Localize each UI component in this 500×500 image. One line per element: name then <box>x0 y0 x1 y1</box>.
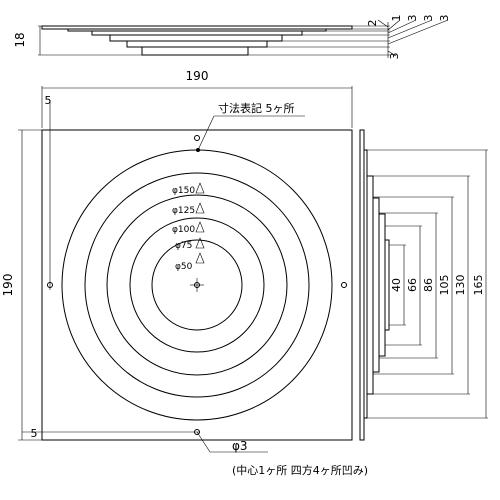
hole-right <box>341 282 347 288</box>
layer-thickness-0: 2 <box>366 20 379 27</box>
hole-diameter-label: φ3 <box>232 439 248 453</box>
hole-left <box>47 282 53 288</box>
side-layer-4 <box>378 213 386 357</box>
annotation-leader <box>197 115 215 151</box>
triangle-marker-icon <box>195 221 205 233</box>
side-dim-label-130: 130 <box>454 275 467 296</box>
height-dimension-left: 190 <box>1 129 42 441</box>
height-total-label: 18 <box>13 32 27 47</box>
layer-3-profile <box>91 30 303 36</box>
edge-offset-top-label: 5 <box>45 94 52 107</box>
top-side-view: 18 2 1 3 3 3 3 <box>13 15 451 60</box>
side-base-plate <box>359 129 365 441</box>
layer-thickness-2: 3 <box>406 15 419 22</box>
leader-0 <box>377 19 389 28</box>
triangle-marker-icon <box>195 202 205 214</box>
hole-top <box>194 135 200 141</box>
ring-mark-phi100: φ100 <box>172 225 195 235</box>
plan-view: φ150 φ125 φ100 φ75 φ50 寸法表記 5ヶ所 φ3 (中心1ヶ… <box>41 101 368 477</box>
layer-5-profile <box>126 40 268 48</box>
layer-thickness-4: 3 <box>438 15 451 22</box>
annotation-dot <box>196 148 200 152</box>
ring-mark-phi75: φ75 <box>175 241 192 251</box>
side-dim-label-86: 86 <box>422 278 435 292</box>
ring-phi50 <box>151 239 243 331</box>
layer-6-profile <box>141 46 249 56</box>
leader-5 <box>387 50 397 57</box>
edge-offset-bottom-label: 5 <box>31 427 38 440</box>
width-dimension: 190 <box>41 69 353 128</box>
edge-offset-bottom: 5 <box>22 427 200 440</box>
leader-2 <box>387 19 417 34</box>
ring-mark-phi150: φ150 <box>172 186 195 196</box>
layer-thickness-3: 3 <box>422 15 435 22</box>
side-layer-5 <box>384 239 390 331</box>
leader-1 <box>387 19 401 31</box>
side-dim-label-105: 105 <box>438 275 451 296</box>
ring-phi100 <box>106 194 288 376</box>
side-dim-label-165: 165 <box>472 275 485 296</box>
layer-thickness-5: 3 <box>388 53 401 60</box>
ring-mark-phi50: φ50 <box>175 262 193 272</box>
triangle-marker-icon <box>195 237 205 249</box>
right-side-view: 40 66 86 105 130 165 <box>359 129 488 441</box>
edge-offset-top: 5 <box>45 94 52 290</box>
overall-height-label: 190 <box>1 274 15 297</box>
side-layer-2 <box>366 175 374 395</box>
ring-phi75 <box>129 217 265 353</box>
hole-leader <box>196 431 211 453</box>
base-plate-outline <box>41 129 353 441</box>
ring-phi125 <box>84 172 310 398</box>
leader-3 <box>387 19 433 39</box>
side-dim-label-66: 66 <box>406 278 419 292</box>
overall-width-label: 190 <box>186 69 209 83</box>
side-layer-3 <box>372 197 380 373</box>
triangle-marker-icon <box>195 252 205 264</box>
annotation-label: 寸法表記 5ヶ所 <box>218 101 295 115</box>
ring-mark-phi125: φ125 <box>172 206 195 216</box>
layer-4-profile <box>109 34 283 42</box>
triangle-marker-icon <box>195 182 205 194</box>
side-dim-label-40: 40 <box>390 278 403 292</box>
layer-thickness-1: 1 <box>390 15 403 22</box>
hole-note-label: (中心1ヶ所 四方4ヶ所凹み) <box>232 463 368 477</box>
leader-4 <box>387 19 449 45</box>
hole-bottom <box>194 429 200 435</box>
